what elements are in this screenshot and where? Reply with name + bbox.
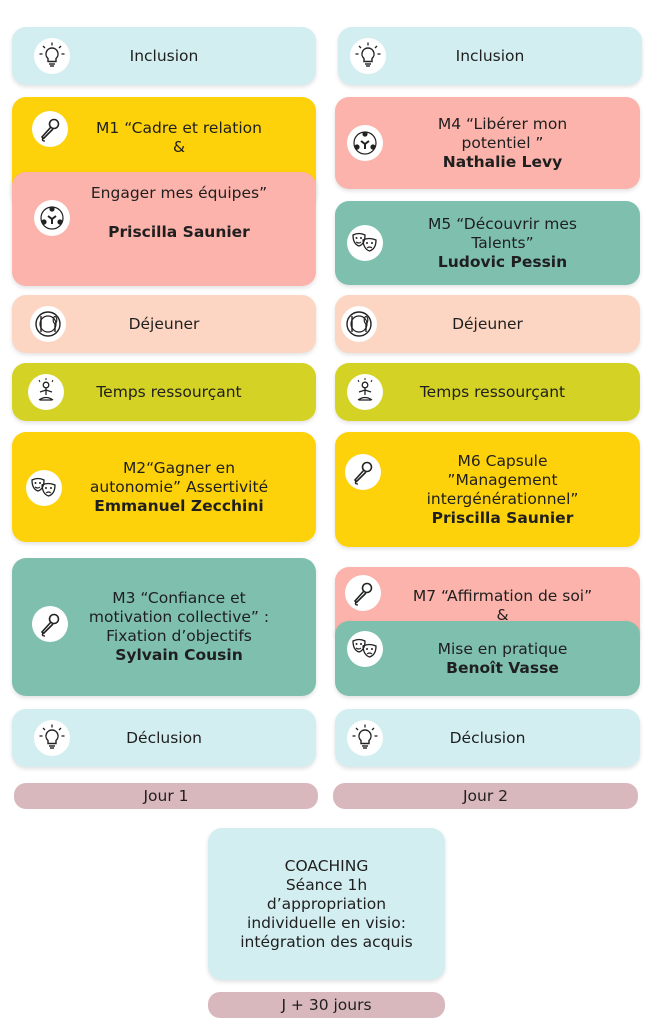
plate-cutlery-icon <box>30 306 66 342</box>
lightbulb-icon <box>350 38 386 74</box>
day2-m6-trainer: Priscilla Saunier <box>431 508 574 527</box>
day2-break-card: Temps ressourçant <box>335 363 640 421</box>
theater-masks-icon <box>347 225 383 261</box>
day1-m1b-card: Engager mes équipes” Priscilla Saunier <box>12 172 316 286</box>
team-people-icon <box>347 125 383 161</box>
day2-m4-trainer: Nathalie Levy <box>442 152 563 171</box>
day2-lunch-card: Déjeuner <box>335 295 640 353</box>
coaching-title: COACHING <box>284 856 369 875</box>
day2-declusion-card: Déclusion <box>335 709 640 767</box>
plate-cutlery-icon <box>341 306 377 342</box>
microphone-icon <box>345 575 381 611</box>
day1-m2-subtitle: autonomie” Assertivité <box>89 477 269 496</box>
day2-label: Jour 2 <box>333 783 638 809</box>
day2-m7-title: M7 “Affirmation de soi” <box>412 587 593 605</box>
lightbulb-icon <box>34 38 70 74</box>
day1-m1-title: M1 “Cadre et relation <box>96 119 262 137</box>
day2-break-label: Temps ressourçant <box>419 382 566 401</box>
day2-m4-title: M4 “Libérer mon <box>437 114 568 133</box>
day2-m4-subtitle: potentiel ” <box>461 133 544 152</box>
day2-m5-subtitle: Talents” <box>471 233 534 252</box>
day1-lunch-card: Déjeuner <box>12 295 316 353</box>
day2-inclusion-label: Inclusion <box>455 46 525 65</box>
day2-m6-detail: intergénérationnel” <box>426 489 579 508</box>
day2-m6-subtitle: ”Management <box>447 470 558 489</box>
day2-inclusion-card: Inclusion <box>338 27 642 85</box>
microphone-icon <box>345 454 381 490</box>
lightbulb-icon <box>347 720 383 756</box>
day1-declusion-card: Déclusion <box>12 709 316 767</box>
microphone-icon <box>32 111 68 147</box>
day1-m2-card: M2“Gagner en autonomie” Assertivité Emma… <box>12 432 316 542</box>
day2-label-text: Jour 2 <box>462 787 509 805</box>
day1-m3-card: M3 “Confiance et motivation collective” … <box>12 558 316 696</box>
lightbulb-icon <box>34 720 70 756</box>
day2-m7b-card: Mise en pratique Benoît Vasse <box>335 621 640 696</box>
coaching-session: Séance 1h <box>285 875 368 894</box>
day1-inclusion-label: Inclusion <box>129 46 199 65</box>
day1-label-text: Jour 1 <box>143 787 189 805</box>
team-people-icon <box>34 200 70 236</box>
day2-m7-ampersand: & <box>496 606 509 624</box>
day1-label: Jour 1 <box>14 783 318 809</box>
theater-masks-icon <box>347 631 383 667</box>
day1-lunch-label: Déjeuner <box>128 314 200 333</box>
day1-m2-title: M2“Gagner en <box>122 458 236 477</box>
day2-m5-trainer: Ludovic Pessin <box>437 252 568 271</box>
day1-m1-ampersand: & <box>172 138 186 156</box>
day1-m3-detail: Fixation d’objectifs <box>106 627 252 645</box>
meditation-icon <box>28 374 64 410</box>
day1-m3-title: M3 “Confiance et <box>112 589 246 607</box>
day1-inclusion-card: Inclusion <box>12 27 316 85</box>
day2-declusion-label: Déclusion <box>449 728 526 747</box>
coaching-line5: intégration des acquis <box>240 932 413 951</box>
meditation-icon <box>347 374 383 410</box>
coaching-label: J + 30 jours <box>208 992 445 1018</box>
day2-m7b-title: Mise en pratique <box>437 639 568 658</box>
day1-declusion-label: Déclusion <box>126 728 202 747</box>
theater-masks-icon <box>26 470 62 506</box>
day1-m3-trainer: Sylvain Cousin <box>115 646 243 664</box>
day1-m2-trainer: Emmanuel Zecchini <box>94 496 264 515</box>
day1-break-label: Temps ressourçant <box>96 382 242 401</box>
coaching-label-text: J + 30 jours <box>281 996 372 1014</box>
day1-break-card: Temps ressourçant <box>12 363 316 421</box>
day2-m4-card: M4 “Libérer mon potentiel ” Nathalie Lev… <box>335 97 640 189</box>
day2-m7b-trainer: Benoît Vasse <box>446 658 559 677</box>
coaching-line4: individuelle en visio: <box>247 913 406 932</box>
coaching-line3: d’appropriation <box>266 894 387 913</box>
day1-m1b-title: Engager mes équipes” <box>90 184 268 202</box>
day2-m5-card: M5 “Découvrir mes Talents” Ludovic Pessi… <box>335 201 640 285</box>
day1-m3-subtitle: motivation collective” : <box>88 608 270 626</box>
microphone-icon <box>32 606 68 642</box>
day2-m6-card: M6 Capsule ”Management intergénérationne… <box>335 432 640 547</box>
coaching-card: COACHING Séance 1h d’appropriation indiv… <box>208 828 445 980</box>
day2-lunch-label: Déjeuner <box>452 314 523 333</box>
day2-m6-title: M6 Capsule <box>457 451 548 470</box>
day1-m1b-trainer: Priscilla Saunier <box>108 223 250 241</box>
day2-m5-title: M5 “Découvrir mes <box>428 214 577 233</box>
